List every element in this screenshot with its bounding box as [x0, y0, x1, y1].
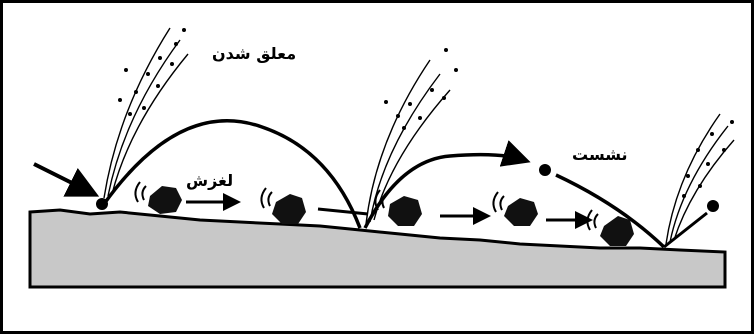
label-settling: نشست	[572, 145, 628, 164]
grain-small-1	[96, 198, 108, 210]
rolling-grain-1	[148, 186, 182, 214]
rolling-grain-2	[272, 194, 306, 224]
incoming-arrow	[34, 164, 92, 193]
label-suspension: معلق شدن	[212, 44, 296, 63]
suspension-plume-3	[666, 114, 734, 244]
grain-small-2	[539, 164, 551, 176]
suspension-plume-1	[104, 28, 188, 198]
rolling-grain-4	[504, 198, 538, 226]
grain-small-3	[707, 200, 719, 212]
rolling-grain-5	[600, 216, 634, 246]
label-sliding: لغزش	[186, 171, 233, 190]
suspension-dots-2	[384, 48, 458, 130]
impact-line	[318, 209, 368, 214]
rolling-grain-3	[388, 196, 422, 226]
